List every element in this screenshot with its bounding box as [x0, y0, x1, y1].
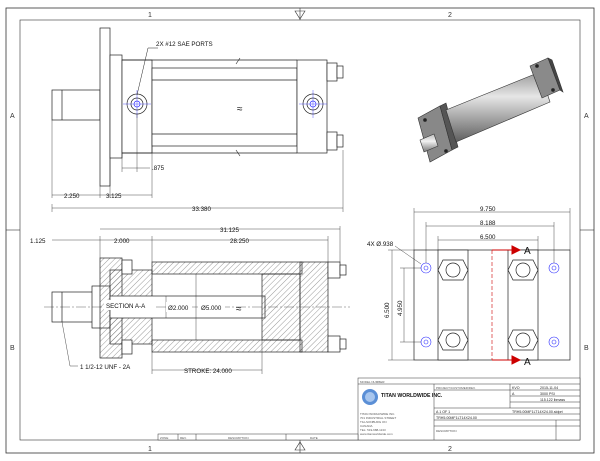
address-line-5: TEL: 519-688-1133	[360, 428, 386, 432]
dim-1125: 1.125	[30, 238, 46, 245]
address-line-1: TITAN WORLDWIDE INC.	[360, 412, 395, 416]
company-name: TITAN WORLDWIDE INC.	[381, 393, 443, 399]
dim-2000: 2.000	[114, 238, 130, 245]
zone-label-top-2: 2	[448, 12, 452, 19]
dim-33380: 33.380	[192, 206, 211, 213]
label-model-number: MODEL NUMBER:	[360, 380, 385, 384]
dim-3125: 3.125	[106, 193, 122, 200]
section-marker-bottom: A	[524, 357, 531, 368]
address-line-2: 701 INDUSTRIAL STREET	[360, 416, 396, 420]
zone-label-bottom-1: 1	[148, 446, 152, 453]
svg-text:≈: ≈	[237, 104, 243, 115]
rev-col-zone: ZONE	[160, 436, 168, 440]
stroke-dim: STROKE: 24.000	[184, 368, 232, 375]
end-view	[388, 208, 571, 365]
label-description: DESCRIPTION	[436, 429, 457, 433]
weight: 115.122 lbmass	[540, 398, 565, 402]
dim-6500-h: 6.500	[480, 234, 496, 241]
dim-6500-v: 6.500	[384, 302, 391, 318]
address-line-3: TILLSONBURG ON	[360, 420, 387, 424]
zone-label-left-b: B	[10, 345, 15, 352]
isometric-view	[417, 57, 564, 163]
zone-label-right-a: A	[584, 113, 589, 120]
dim-9750: 9.750	[480, 206, 496, 213]
part-number: TRH5.00MF1LT14X24.00	[436, 416, 477, 420]
dim-8188: 8.188	[480, 220, 496, 227]
side-view: ≈	[51, 27, 344, 212]
section-label: SECTION A-A	[106, 303, 146, 310]
dim-2250: 2.250	[64, 193, 80, 200]
dim-31125: 31.125	[220, 227, 239, 234]
created-by: KVO	[512, 386, 520, 390]
pressure: 3000 PSI	[540, 392, 555, 396]
svg-text:≈: ≈	[236, 304, 242, 315]
dim-dia-5000: Ø5.000	[201, 305, 222, 312]
zone-label-right-b: B	[584, 345, 589, 352]
dim-dia-2000: Ø2.000	[168, 305, 189, 312]
rev-col-description: DESCRIPTION	[228, 436, 249, 440]
file-name: TRH5.00MF1LT14X24.00.sldprt	[512, 410, 563, 414]
dim-28250: 28.250	[230, 238, 249, 245]
thread-note: 1 1/2-12 UNF - 2A	[80, 364, 131, 371]
zone-label-top-1: 1	[148, 12, 152, 19]
section-marker-top: A	[524, 246, 531, 257]
dim-875: .875	[152, 165, 165, 172]
dim-4950: 4.950	[397, 300, 404, 316]
section-view: ≈	[44, 226, 350, 374]
zone-label-bottom-2: 2	[448, 446, 452, 453]
size-scale: A 1 OF 1	[436, 410, 450, 414]
date: 2015-11-04	[540, 386, 558, 390]
section-label-bg	[104, 300, 154, 310]
revision: A	[512, 392, 515, 396]
address-line-6: www.titanworldwide.com	[360, 432, 393, 436]
label-project: PROJECT/CUSTOMER/REV.	[436, 386, 476, 390]
company-logo: TITAN WORLDWIDE INC.	[362, 389, 443, 405]
ports-note: 2X #12 SAE PORTS	[156, 41, 213, 48]
rev-col-date: DATE	[310, 436, 318, 440]
address-line-4: CANADA	[360, 424, 373, 428]
title-block	[157, 377, 581, 441]
rev-col-rev: REV.	[180, 436, 187, 440]
zone-label-left-a: A	[10, 113, 15, 120]
hole-note: 4X Ø.938	[367, 241, 394, 248]
